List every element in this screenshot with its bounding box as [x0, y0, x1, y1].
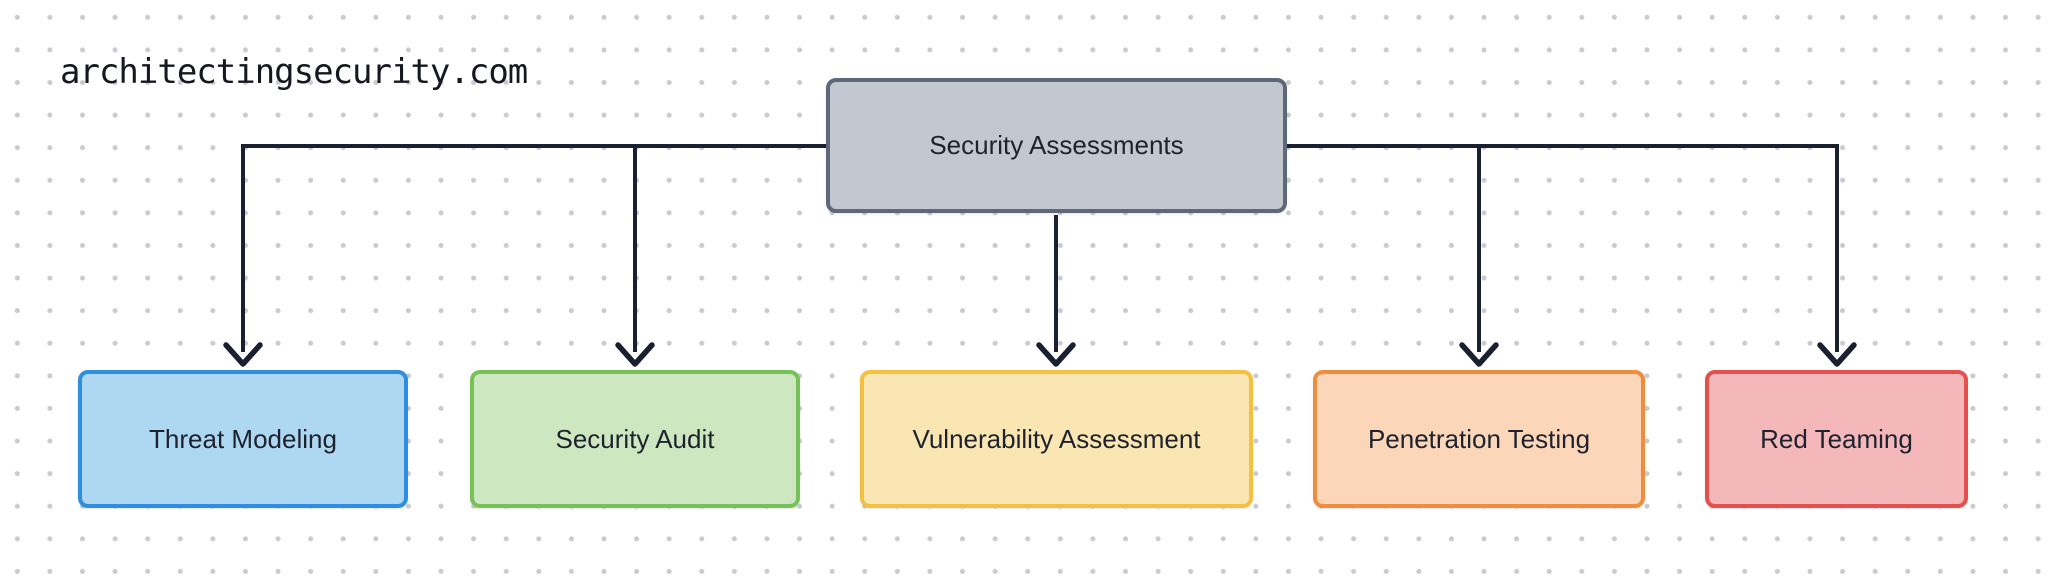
- node-threat-modeling: Threat Modeling: [78, 370, 408, 508]
- node-label: Red Teaming: [1760, 423, 1913, 454]
- node-label: Vulnerability Assessment: [912, 423, 1201, 454]
- node-red-teaming: Red Teaming: [1705, 370, 1968, 508]
- connector-root-to-red-teaming: [1287, 144, 1839, 352]
- node-security-audit: Security Audit: [470, 370, 800, 508]
- node-label: Threat Modeling: [149, 423, 337, 454]
- arrowhead-icon: [223, 342, 263, 367]
- node-security-assessments: Security Assessments: [826, 78, 1287, 213]
- node-label: Security Audit: [555, 423, 715, 454]
- watermark-text: architectingsecurity.com: [60, 52, 528, 92]
- arrowhead-icon: [615, 342, 655, 367]
- node-penetration-testing: Penetration Testing: [1313, 370, 1645, 508]
- node-label: Security Assessments: [929, 130, 1184, 160]
- connector-root-to-threat-modeling: [241, 144, 826, 352]
- node-vulnerability-assessment: Vulnerability Assessment: [860, 370, 1253, 508]
- arrowhead-icon: [1459, 342, 1499, 367]
- arrowhead-icon: [1036, 342, 1076, 367]
- node-label: Penetration Testing: [1367, 423, 1591, 454]
- arrowhead-icon: [1817, 342, 1857, 367]
